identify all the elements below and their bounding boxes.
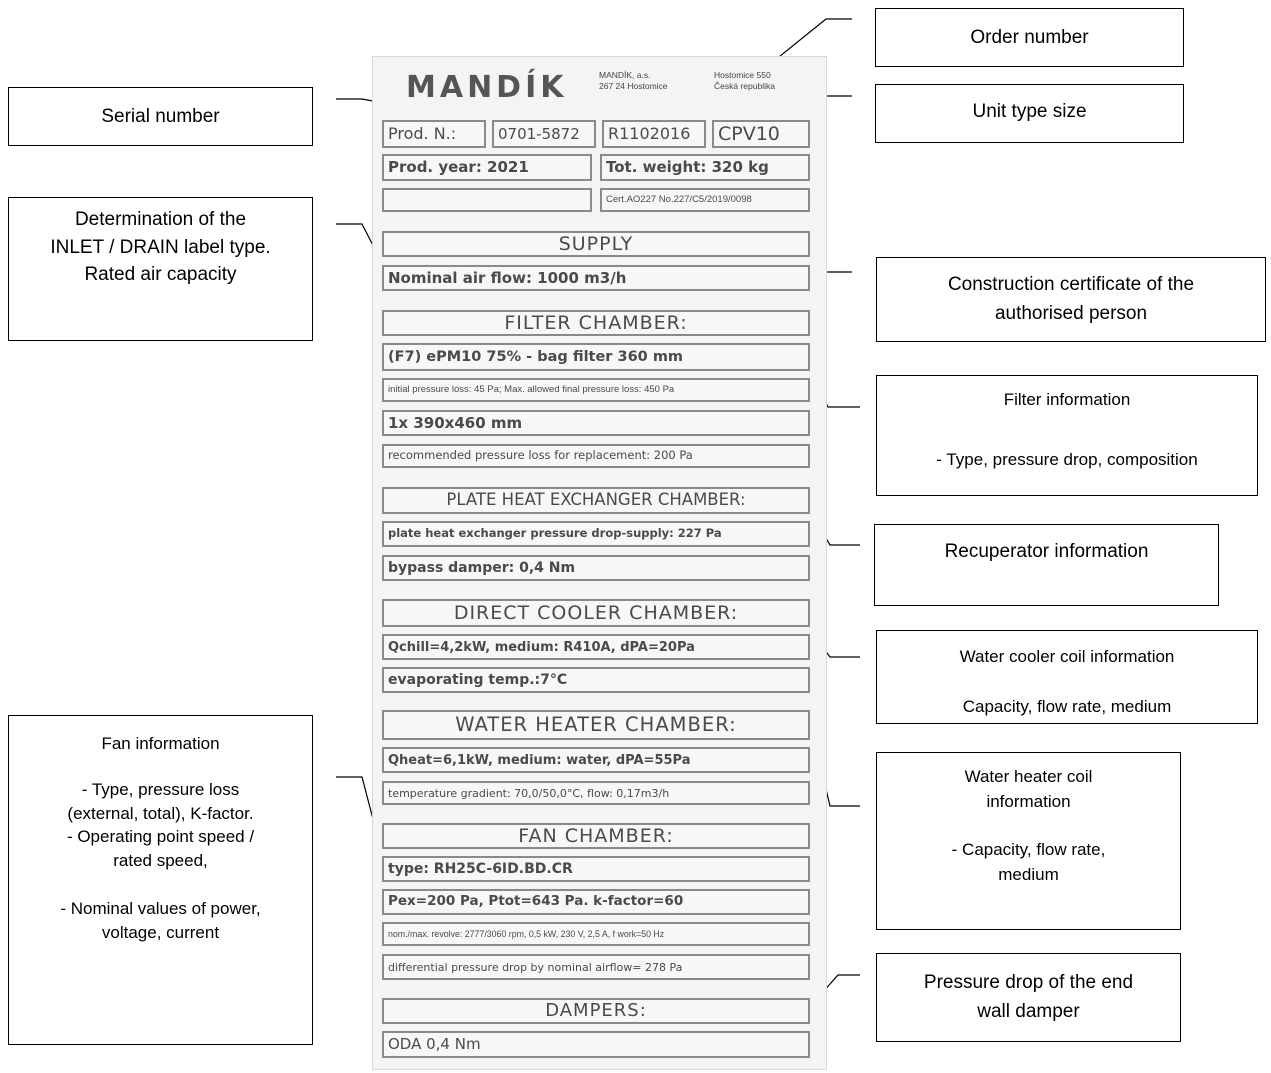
callout-end-wall-damper-text: Pressure drop of the end wall damper [923,972,1134,1022]
total-weight-field: Tot. weight: 320 kg [600,154,810,181]
callout-cooler-title: Water cooler coil information [959,647,1175,666]
callout-unit-type-size: Unit type size [875,84,1184,143]
callout-serial-number-text: Serial number [101,105,220,127]
callout-filter-detail: - Type, pressure drop, composition [936,450,1198,469]
prod-n-label: Prod. N.: [382,120,486,148]
callout-fan-detail-1: - Type, pressure loss (external, total),… [66,779,255,871]
fan-pressure-field: Pex=200 Pa, Ptot=643 Pa. k-factor=60 [382,889,810,915]
callout-order-number: Order number [875,8,1184,67]
callout-construction-certificate-text: Construction certificate of the authoris… [947,274,1195,324]
callout-determination-text: Determination of the INLET / DRAIN label… [50,209,271,286]
mandik-logo: MANDÍK [406,70,568,105]
evaporating-temp-field: evaporating temp.:7°C [382,667,810,693]
order-number-field: R1102016 [602,120,706,148]
cooler-capacity-field: Qchill=4,2kW, medium: R410A, dPA=20Pa [382,634,810,660]
filter-pressure-loss-field: initial pressure loss: 45 Pa; Max. allow… [382,378,810,402]
filter-size-field: 1x 390x460 mm [382,410,810,436]
plate-heat-exchanger-heading: PLATE HEAT EXCHANGER CHAMBER: [382,487,810,514]
certificate-field: Cert.AO227 No.227/C5/2019/0098 [600,188,810,212]
callout-cooler-detail: Capacity, flow rate, medium [962,697,1172,716]
plate-exchanger-pressure-drop-field: plate heat exchanger pressure drop-suppl… [382,521,810,547]
fan-type-field: type: RH25C-6ID.BD.CR [382,856,810,882]
callout-fan-detail-2: - Nominal values of power, voltage, curr… [60,898,261,942]
filter-type-field: (F7) ePM10 75% - bag filter 360 mm [382,343,810,371]
callout-recuperator: Recuperator information [874,524,1219,606]
callout-fan-information: Fan information - Type, pressure loss (e… [8,715,313,1045]
water-heater-heading: WATER HEATER CHAMBER: [382,710,810,740]
fan-chamber-heading: FAN CHAMBER: [382,823,810,849]
unit-type-field: CPV10 [712,120,810,148]
bypass-damper-field: bypass damper: 0,4 Nm [382,555,810,581]
callout-unit-type-size-text: Unit type size [972,101,1087,122]
fan-revolve-field: nom./max. revolve: 2777/3060 rpm, 0,5 kW… [382,922,810,946]
callout-water-heater: Water heater coil information - Capacity… [876,752,1181,930]
filter-replacement-field: recommended pressure loss for replacemen… [382,444,810,468]
nominal-air-flow-field: Nominal air flow: 1000 m3/h [382,265,810,291]
prod-year-field: Prod. year: 2021 [382,154,592,181]
filter-chamber-heading: FILTER CHAMBER: [382,310,810,336]
heater-capacity-field: Qheat=6,1kW, medium: water, dPA=55Pa [382,747,810,773]
dampers-heading: DAMPERS: [382,998,810,1024]
callout-end-wall-damper: Pressure drop of the end wall damper [876,953,1181,1042]
callout-serial-number: Serial number [8,87,313,146]
company-name-text: MANDÍK, a.s. 267 24 Hostomice [599,70,668,92]
callout-determination: Determination of the INLET / DRAIN label… [8,197,313,341]
temperature-gradient-field: temperature gradient: 70,0/50,0°C, flow:… [382,781,810,805]
callout-heater-detail: - Capacity, flow rate, medium [951,840,1106,884]
company-address-text: Hostomice 550 Česká republika [714,70,775,92]
callout-heater-title: Water heater coil information [964,767,1093,811]
blank-field [382,188,592,212]
oda-damper-field: ODA 0,4 Nm [382,1031,810,1058]
supply-heading: SUPPLY [382,231,810,257]
fan-differential-pressure-field: differential pressure drop by nominal ai… [382,954,810,980]
callout-fan-title: Fan information [101,734,220,753]
callout-recuperator-text: Recuperator information [944,541,1149,562]
callout-construction-certificate: Construction certificate of the authoris… [876,257,1266,342]
serial-number-field: 0701-5872 [492,120,596,148]
callout-water-cooler: Water cooler coil information Capacity, … [876,630,1258,724]
callout-filter-information: Filter information - Type, pressure drop… [876,375,1258,496]
direct-cooler-heading: DIRECT COOLER CHAMBER: [382,599,810,627]
callout-order-number-text: Order number [970,26,1089,48]
callout-filter-title: Filter information [1003,390,1131,409]
